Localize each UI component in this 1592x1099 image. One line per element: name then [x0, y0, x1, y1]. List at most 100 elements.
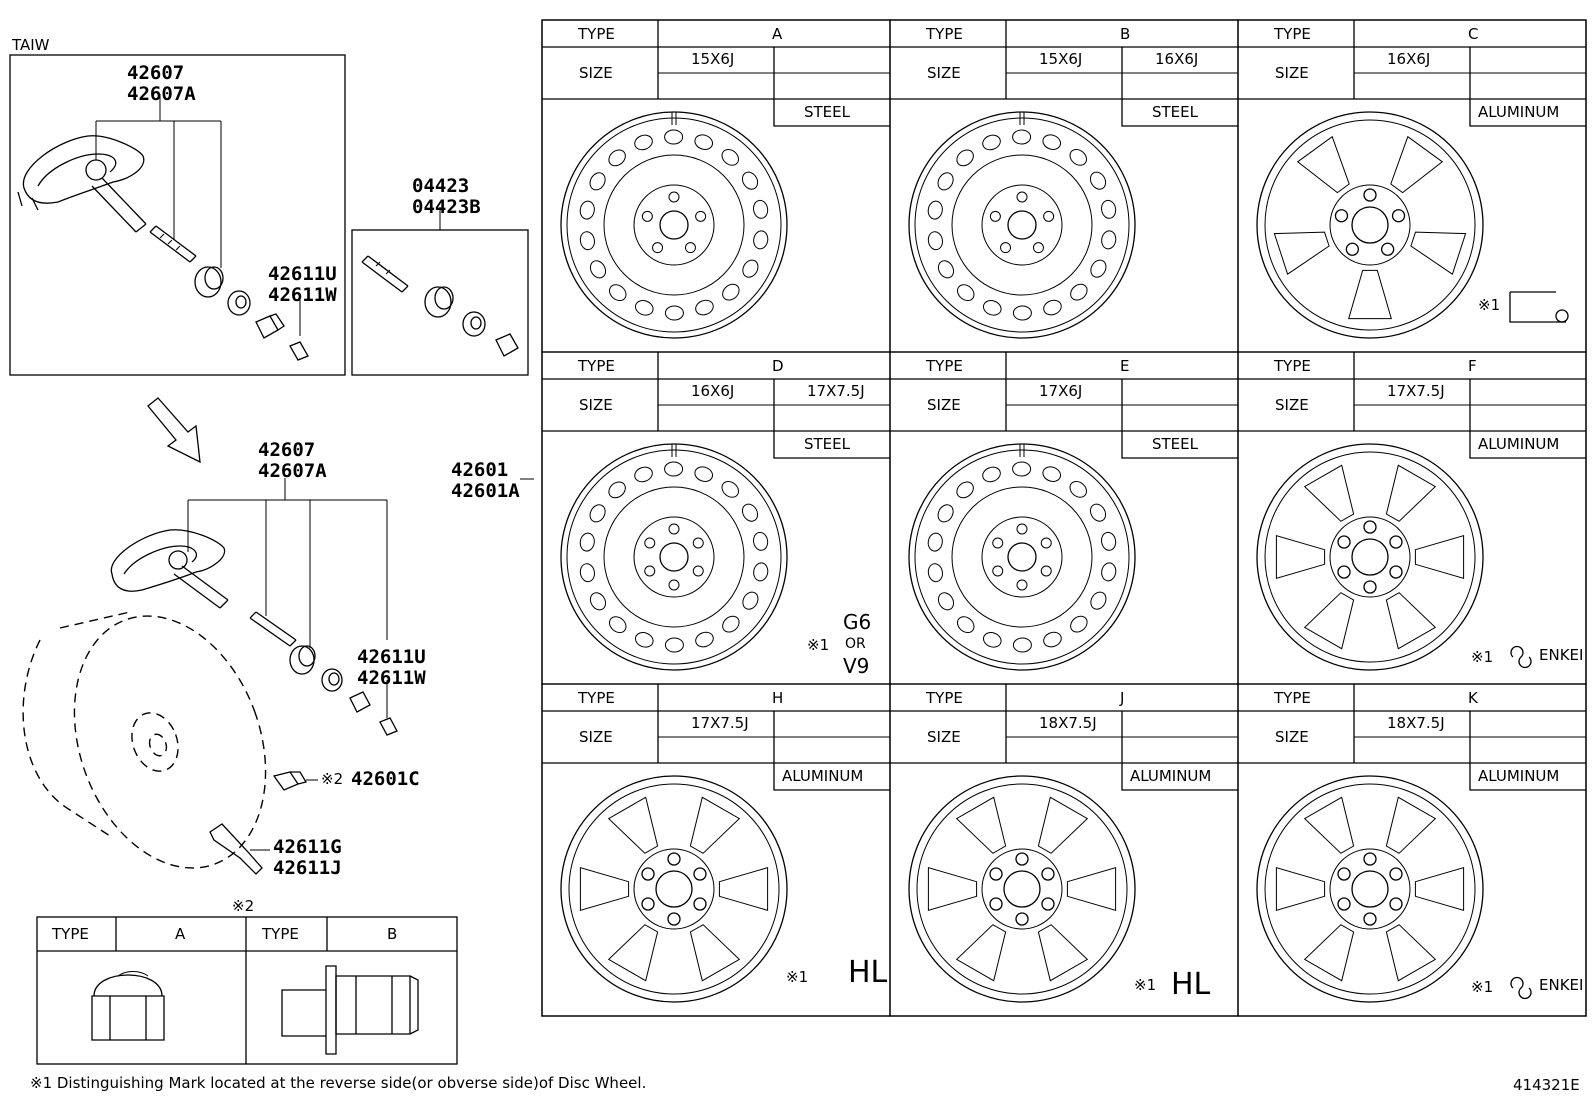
- wheel-material-h: ALUMINUM: [782, 767, 864, 785]
- cap-part-number-alt[interactable]: 42611W: [268, 284, 337, 306]
- wheel-type-label-f: TYPE: [1274, 357, 1311, 375]
- wheel-size-label-j: SIZE: [927, 728, 961, 746]
- lower-valve-stem-drawing: [249, 611, 297, 647]
- valve-nut-drawing: [255, 313, 285, 339]
- valve-kit-part-number-alt[interactable]: 04423B: [412, 196, 481, 218]
- snap-in-valve-drawing: [209, 823, 270, 875]
- wheel-cell-a: [541, 19, 891, 353]
- nut-table-type-b: B: [387, 925, 398, 943]
- wheel-h-brand: HL: [848, 955, 888, 990]
- wheel-size-label-d: SIZE: [579, 396, 613, 414]
- cap-part-number[interactable]: 42611U: [268, 263, 337, 285]
- wheel-material-c: ALUMINUM: [1478, 103, 1560, 121]
- wheel-size-label-h: SIZE: [579, 728, 613, 746]
- nut-table-type-label-b: TYPE: [262, 925, 299, 943]
- sensor-part-number-alt[interactable]: 42607A: [127, 83, 196, 105]
- wheel-type-f: F: [1468, 357, 1477, 375]
- wheel-mark-d: ※1: [807, 636, 830, 654]
- wheel-d-code-or: OR: [845, 636, 866, 652]
- wheel-type-h: H: [772, 689, 784, 707]
- valve-part-number-alt[interactable]: 42611J: [273, 857, 342, 879]
- wheel-mark-k: ※1: [1471, 978, 1494, 996]
- lower-cap-part-number-alt[interactable]: 42611W: [357, 667, 426, 689]
- taiw-label: TAIW: [12, 36, 50, 54]
- wheel-material-f: ALUMINUM: [1478, 435, 1560, 453]
- wheel-d-code-2: V9: [843, 654, 870, 678]
- wheel-material-k: ALUMINUM: [1478, 767, 1560, 785]
- wheel-type-label-c: TYPE: [1274, 25, 1311, 43]
- wheel-type-label-a: TYPE: [578, 25, 615, 43]
- valve-cap-drawing: [289, 341, 309, 361]
- wheel-size-label-b: SIZE: [927, 64, 961, 82]
- wheel-size-primary-d: 16X6J: [691, 382, 735, 400]
- acorn-nut-a-drawing: [91, 971, 165, 1041]
- wheel-material-d: STEEL: [804, 435, 850, 453]
- wheel-type-b: B: [1120, 25, 1131, 43]
- wheel-size-primary-k: 18X7.5J: [1387, 714, 1445, 732]
- wheel-type-label-h: TYPE: [578, 689, 615, 707]
- wheel-size-label-c: SIZE: [1275, 64, 1309, 82]
- wheel-type-d: D: [772, 357, 784, 375]
- lower-tpms-sensor-drawing: [110, 529, 229, 609]
- wheel-material-e: STEEL: [1152, 435, 1198, 453]
- wheel-part-number-alt[interactable]: 42601A: [451, 480, 520, 502]
- wheel-size-primary-f: 17X7.5J: [1387, 382, 1445, 400]
- wheel-grid: [541, 19, 1587, 1017]
- wheel-size-primary-c: 16X6J: [1387, 50, 1431, 68]
- lower-cap-part-number[interactable]: 42611U: [357, 646, 426, 668]
- wheel-mark-c: ※1: [1478, 296, 1501, 314]
- valve-kit-drawing: [361, 255, 519, 357]
- wheel-type-label-d: TYPE: [578, 357, 615, 375]
- wheel-size-primary-a: 15X6J: [691, 50, 735, 68]
- nut-type-table: [36, 916, 458, 1065]
- tire-outline-drawing: [22, 611, 267, 869]
- wheel-type-label-k: TYPE: [1274, 689, 1311, 707]
- wheel-f-brand-icon: [1510, 645, 1532, 669]
- wheel-size-primary-j: 18X7.5J: [1039, 714, 1097, 732]
- wheel-k-brand-icon: [1510, 976, 1532, 1000]
- tpms-sensor-drawing: [17, 135, 147, 233]
- nut-mark: ※2: [321, 770, 344, 788]
- wheel-j-brand: HL: [1171, 967, 1211, 1002]
- wheel-type-label-b: TYPE: [926, 25, 963, 43]
- wheel-type-j: J: [1120, 689, 1125, 707]
- wheel-mark-h: ※1: [786, 968, 809, 986]
- wheel-nut-drawing: [272, 771, 318, 791]
- wheel-mark-f: ※1: [1471, 648, 1494, 666]
- wheel-f-brand: ENKEI: [1539, 646, 1584, 664]
- nut-table-type-a: A: [175, 925, 186, 943]
- wheel-size-label-k: SIZE: [1275, 728, 1309, 746]
- wheel-size-primary-b: 15X6J: [1039, 50, 1083, 68]
- footer-note: ※1 Distinguishing Mark located at the re…: [30, 1074, 647, 1092]
- wheel-part-number[interactable]: 42601: [451, 459, 509, 481]
- valve-part-number[interactable]: 42611G: [273, 836, 342, 858]
- wheel-type-c: C: [1468, 25, 1479, 43]
- valve-kit-part-number[interactable]: 04423: [412, 175, 470, 197]
- diagram-id: 414321E: [1513, 1076, 1580, 1094]
- lower-sensor-part-number[interactable]: 42607: [258, 439, 316, 461]
- valve-kit-box: [351, 229, 529, 376]
- lower-sensor-leader-lines: [187, 478, 388, 648]
- sensor-leader-lines: [95, 94, 222, 268]
- wheel-type-e: E: [1120, 357, 1130, 375]
- wheel-size-secondary-b: 16X6J: [1155, 50, 1199, 68]
- wheel-type-k: K: [1468, 689, 1478, 707]
- lower-sensor-part-number-alt[interactable]: 42607A: [258, 460, 327, 482]
- lower-seal-drawing: [289, 645, 398, 736]
- wheel-type-label-e: TYPE: [926, 357, 963, 375]
- wheel-d-code-1: G6: [843, 610, 872, 634]
- wheel-cell-k: [1237, 683, 1587, 1017]
- valve-stem-drawing: [149, 225, 197, 263]
- wheel-size-label-e: SIZE: [927, 396, 961, 414]
- nut-part-number[interactable]: 42601C: [351, 768, 420, 790]
- nut-table-mark: ※2: [232, 897, 255, 915]
- wheel-size-primary-h: 17X7.5J: [691, 714, 749, 732]
- wheel-material-b: STEEL: [1152, 103, 1198, 121]
- taiw-sensor-box: [9, 54, 346, 376]
- wheel-mark-j: ※1: [1134, 976, 1157, 994]
- wheel-type-a: A: [772, 25, 783, 43]
- washer-drawing: [227, 290, 251, 316]
- sensor-part-number[interactable]: 42607: [127, 62, 185, 84]
- wheel-size-secondary-d: 17X7.5J: [807, 382, 865, 400]
